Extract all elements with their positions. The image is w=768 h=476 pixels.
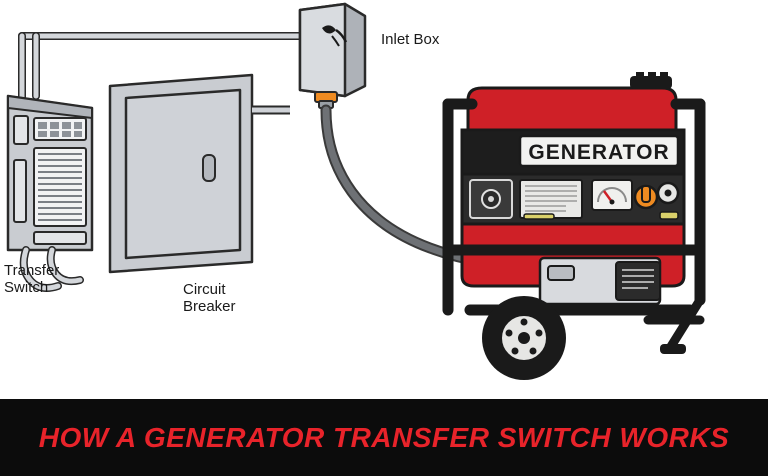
circuit-breaker-panel (108, 73, 290, 274)
inlet-box (298, 2, 367, 109)
title-banner: HOW A GENERATOR TRANSFER SWITCH WORKS (0, 399, 768, 476)
transfer-switch-cabinet (6, 94, 94, 252)
generator-transfer-switch-diagram: GENERATOR (6, 2, 706, 380)
label-transfer-switch: Transfer Switch (4, 262, 60, 296)
label-circuit-breaker: Circuit Breaker (183, 281, 236, 315)
label-inlet-box: Inlet Box (381, 31, 440, 48)
generator: GENERATOR (442, 72, 706, 380)
banner-title: HOW A GENERATOR TRANSFER SWITCH WORKS (38, 421, 730, 453)
conduit-run (18, 32, 304, 112)
lower-conduits (19, 246, 84, 292)
svg-text:GENERATOR: GENERATOR (528, 141, 669, 164)
